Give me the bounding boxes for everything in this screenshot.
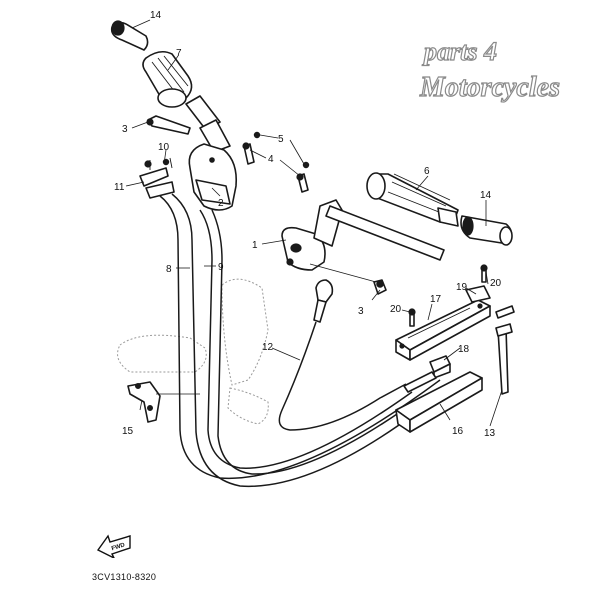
callout-labels: 14 7 3 10 11 5 4 2 6 14 1 8 9 3 12 20 17… [114,10,502,439]
right-handlebar-tube [325,205,445,261]
part-16-lower-guide [395,371,483,433]
callout-4: 4 [268,154,274,165]
callout-10: 10 [158,142,170,153]
callout-7: 7 [176,48,182,59]
callout-12: 12 [262,342,274,353]
callout-19: 19 [456,282,468,293]
part-2-left-switch-housing [188,143,238,211]
callout-3-right: 3 [358,306,364,317]
callout-20-left: 20 [390,304,402,315]
part-13-cable-tie [495,323,513,395]
part-10-11-cable-adjusters [139,157,175,199]
parts4motorcycles-logo: parts 4 Motorcycles [418,36,560,103]
part-3-screw-right [373,279,387,295]
cables-8-9 [159,193,449,488]
logo-line-2: Motorcycles [419,72,560,103]
callout-14-right: 14 [480,190,492,201]
part-15-clamp [127,381,161,423]
callout-11: 11 [114,182,125,193]
callout-18: 18 [458,344,470,355]
logo-line-1: parts 4 [422,37,497,66]
callout-16: 16 [452,426,464,437]
callout-15: 15 [122,426,134,437]
callout-14-left: 14 [150,10,162,21]
callout-13: 13 [484,428,496,439]
callout-6: 6 [424,166,430,177]
callout-17: 17 [430,294,442,305]
ghost-outline [117,278,269,425]
part-4-5-screws [242,131,310,193]
callout-5: 5 [278,134,284,145]
left-handlebar-tube [185,95,231,153]
part-12-choke-cable [278,279,407,431]
part-17-guide-plate [395,285,491,361]
callout-3-left: 3 [122,124,128,135]
fwd-arrow-icon: FWD [96,534,131,558]
diagram-code: 3CV1310-8320 [92,572,157,582]
callout-8-cable: 8 [166,264,172,275]
callout-9: 9 [218,262,224,273]
part-3-screw-left [146,115,191,135]
fwd-label: FWD [111,542,126,552]
part-6-right-grip [366,172,459,227]
callout-1: 1 [252,240,258,251]
callout-leaders [125,19,503,427]
part-7-left-grip [142,50,193,108]
part-14-left-bar-end [110,20,149,51]
part-14-right-bar-end [460,215,513,246]
callout-2: 2 [218,198,224,209]
part-19-20-bolts [408,264,515,327]
callout-20-right: 20 [490,278,502,289]
